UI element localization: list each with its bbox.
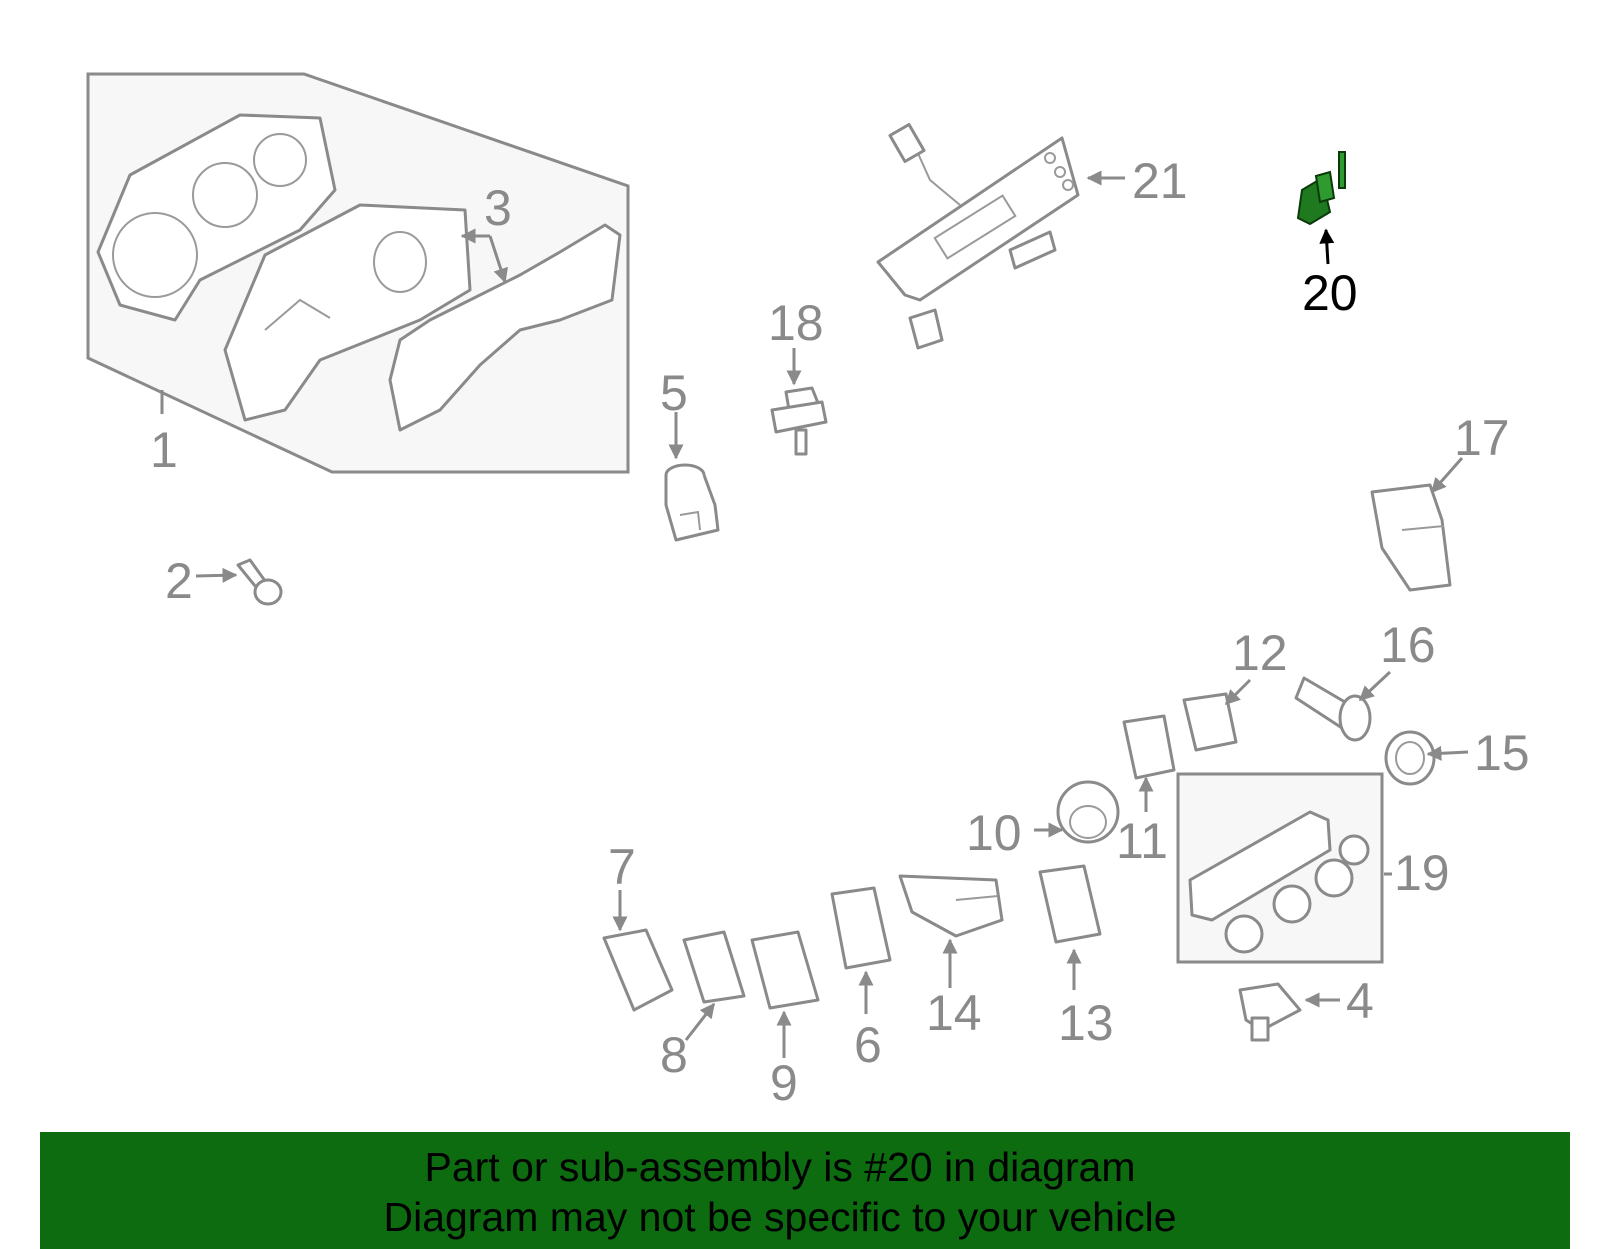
callout-10: 10 [966, 805, 1022, 861]
part-11-switch[interactable] [1122, 714, 1176, 812]
notice-banner: Part or sub-assembly is #20 in diagram D… [40, 1132, 1570, 1249]
banner-line-1: Part or sub-assembly is #20 in diagram [424, 1144, 1136, 1190]
callout-1: 1 [150, 422, 178, 478]
part-2-screw[interactable] [195, 558, 283, 606]
callout-7: 7 [608, 839, 636, 895]
part-8-switch[interactable] [682, 930, 746, 1041]
callout-14: 14 [926, 985, 982, 1041]
callout-4: 4 [1346, 973, 1374, 1029]
callout-17: 17 [1454, 410, 1510, 466]
callout-18: 18 [768, 295, 824, 351]
callout-13: 13 [1058, 995, 1114, 1051]
part-18-switch[interactable] [770, 348, 828, 456]
callout-2: 2 [165, 553, 193, 609]
callout-3: 3 [484, 180, 512, 236]
callout-11: 11 [1116, 813, 1168, 869]
part-17-switch[interactable] [1370, 457, 1464, 592]
callout-21: 21 [1132, 153, 1188, 209]
part-19-climate-control[interactable] [1176, 772, 1392, 964]
part-10-knob[interactable] [1034, 780, 1120, 844]
callout-16: 16 [1380, 617, 1436, 673]
part-4-switch[interactable] [1238, 982, 1340, 1042]
part-12-switch[interactable] [1182, 678, 1252, 752]
part-1-instrument-cluster[interactable] [86, 72, 630, 474]
callout-6: 6 [854, 1017, 882, 1073]
part-21-panel[interactable] [876, 123, 1125, 350]
callout-9: 9 [770, 1055, 798, 1111]
banner-line-2: Diagram may not be specific to your vehi… [383, 1194, 1177, 1240]
callout-12: 12 [1232, 625, 1288, 681]
callout-5: 5 [660, 365, 688, 421]
part-16-socket[interactable] [1294, 670, 1392, 742]
callout-15: 15 [1474, 725, 1530, 781]
callout-8: 8 [660, 1027, 688, 1083]
part-14-switch[interactable] [898, 874, 1004, 988]
part-7-switch[interactable] [602, 890, 674, 1012]
part-9-switch[interactable] [750, 930, 820, 1058]
part-6-switch[interactable] [830, 886, 892, 1014]
part-15-cap[interactable] [1384, 730, 1469, 786]
part-13-switch[interactable] [1038, 864, 1102, 990]
part-5-switch[interactable] [664, 412, 720, 542]
callout-20: 20 [1302, 265, 1358, 321]
part-20-highlighted[interactable] [1296, 151, 1346, 265]
callout-19: 19 [1394, 845, 1450, 901]
